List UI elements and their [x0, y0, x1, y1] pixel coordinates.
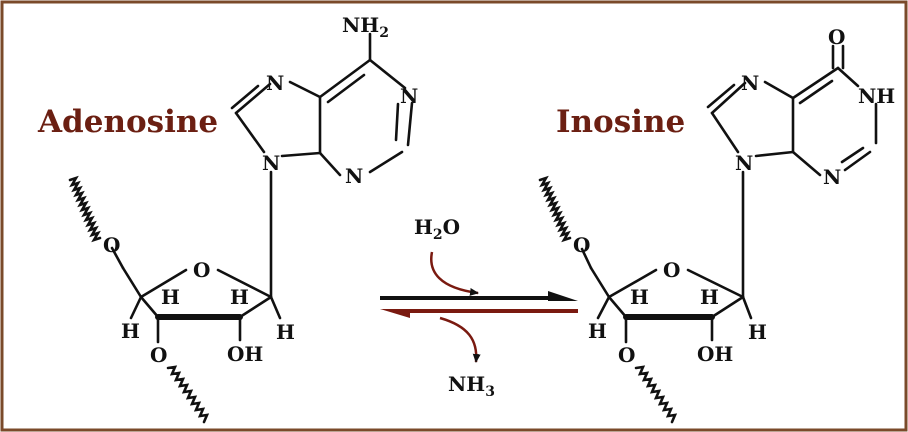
adenosine-h-d: H	[276, 320, 295, 344]
inosine-nh: NH	[858, 84, 895, 108]
adenosine-n7: N	[266, 71, 284, 95]
adenosine-structure	[68, 32, 414, 424]
inosine-oh: OH	[697, 342, 733, 366]
adenosine-atoms: NH2 N N N N O O O H H H H OH	[103, 13, 418, 367]
inosine-structure	[538, 44, 878, 424]
inosine-n7: N	[741, 71, 759, 95]
reagent-water: H2O	[414, 215, 460, 243]
adenosine-o-ring: O	[193, 258, 210, 282]
adenosine-n3: N	[345, 164, 363, 188]
adenosine-o5: O	[103, 233, 120, 257]
equilibrium-arrows	[380, 251, 578, 363]
adenosine-label: Adenosine	[37, 104, 218, 140]
inosine-n9: N	[735, 151, 753, 175]
inosine-n3: N	[823, 165, 841, 189]
inosine-h-c: H	[588, 319, 607, 343]
inosine-h-d: H	[748, 320, 767, 344]
inosine-o3: O	[618, 343, 635, 367]
adenosine-n9: N	[262, 151, 280, 175]
inosine-label: Inosine	[556, 104, 685, 140]
adenosine-h-a: H	[161, 285, 180, 309]
inosine-o5: O	[573, 233, 590, 257]
product-ammonia: NH3	[448, 372, 495, 400]
inosine-h-b: H	[700, 285, 719, 309]
adenosine-oh: OH	[227, 342, 263, 366]
adenosine-h-c: H	[121, 319, 140, 343]
adenosine-n1: N	[400, 84, 418, 108]
inosine-carbonyl-o: O	[828, 25, 845, 49]
inosine-atoms: O NH N N N O O O H H H H OH	[573, 25, 895, 367]
inosine-o-ring: O	[663, 258, 680, 282]
adenosine-o3: O	[150, 343, 167, 367]
adenosine-h-b: H	[230, 285, 249, 309]
adenosine-amine: NH2	[342, 13, 389, 41]
inosine-h-a: H	[630, 285, 649, 309]
